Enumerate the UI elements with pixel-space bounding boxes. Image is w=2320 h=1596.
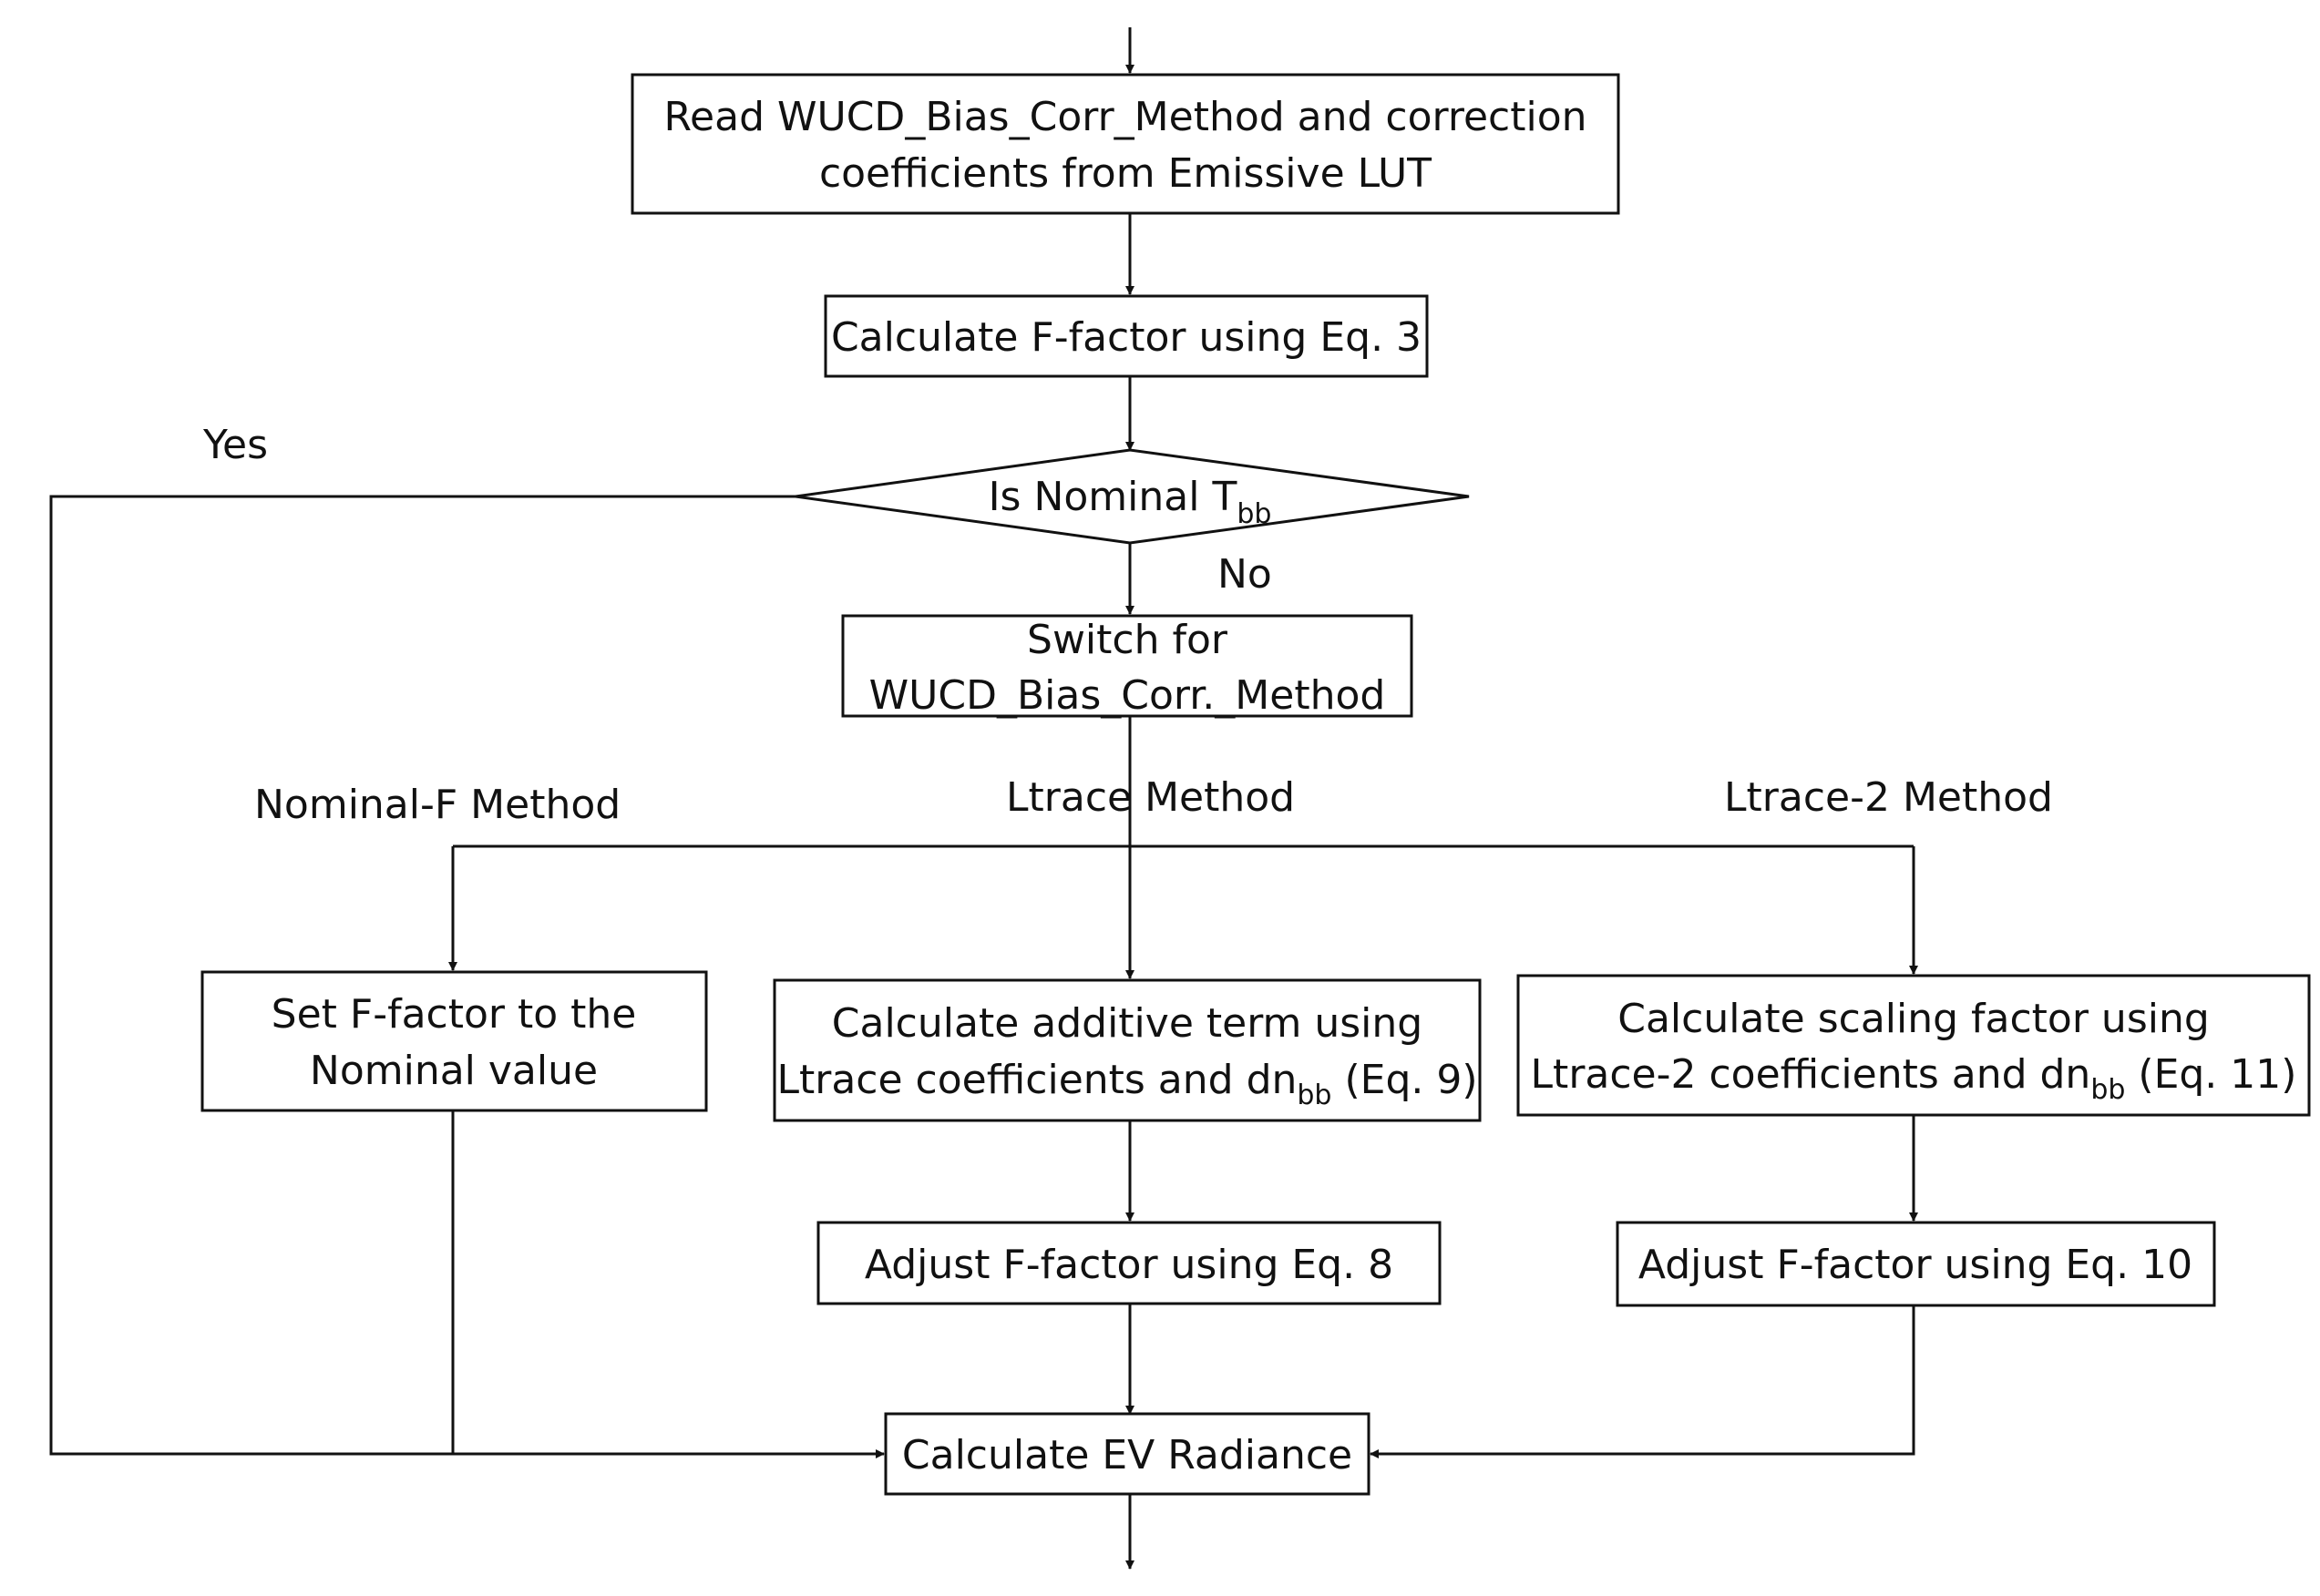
arrow-eq10-to-ev <box>1370 1305 1915 1458</box>
calc-additive-line2: Ltrace coefficients and dnbb (Eq. 9) <box>776 1057 1477 1111</box>
adjust-eq8-box <box>816 1221 1442 1305</box>
calc-scaling-box <box>1516 974 2311 1117</box>
ltrace2-method-label: Ltrace-2 Method <box>1724 774 2053 821</box>
decision-label: Is Nominal Tbb <box>989 474 1272 530</box>
calc-scaling-line2-pre: Ltrace-2 coefficients and dn <box>1531 1051 2091 1098</box>
ltrace-method-label: Ltrace Method <box>1006 774 1295 821</box>
calc-ev-node: Calculate EV Radiance <box>884 1412 1370 1496</box>
calc-additive-box <box>773 978 1482 1122</box>
decision-subscript: bb <box>1237 498 1271 530</box>
adjust-eq10-node: Adjust F-factor using Eq. 10 <box>1616 1221 2216 1307</box>
calc-scaling-line2: Ltrace-2 coefficients and dnbb (Eq. 11) <box>1531 1051 2297 1106</box>
calc-additive-line2-post: (Eq. 9) <box>1331 1057 1477 1103</box>
calc-f-node: Calculate F-factor using Eq. 3 <box>824 294 1429 378</box>
calc-ev-box <box>884 1412 1370 1496</box>
calc-scaling-line2-sub: bb <box>2090 1074 2125 1106</box>
read-lut-box <box>631 73 1620 215</box>
calc-additive-line2-pre: Ltrace coefficients and dn <box>776 1057 1297 1103</box>
read-lut-line2: coefficients from Emissive LUT <box>819 150 1432 197</box>
set-nominal-line1: Set F-factor to the <box>272 991 637 1038</box>
read-lut-node: Read WUCD_Bias_Corr_Method and correctio… <box>631 73 1620 215</box>
set-nominal-box <box>200 970 708 1112</box>
calc-additive-line2-sub: bb <box>1297 1079 1331 1111</box>
adjust-eq10-label: Adjust F-factor using Eq. 10 <box>1638 1242 2192 1288</box>
yes-path <box>49 495 885 1458</box>
read-lut-line1: Read WUCD_Bias_Corr_Method and correctio… <box>663 94 1586 140</box>
calc-additive-line1: Calculate additive term using <box>832 1000 1422 1047</box>
calc-scaling-line2-post: (Eq. 11) <box>2125 1051 2296 1098</box>
set-nominal-line2: Nominal value <box>310 1048 598 1094</box>
calc-ev-label: Calculate EV Radiance <box>902 1432 1352 1478</box>
set-nominal-node: Set F-factor to the Nominal value <box>200 970 708 1112</box>
connectors <box>49 27 1918 1570</box>
nominal-f-method-label: Nominal-F Method <box>254 782 621 828</box>
switch-node: Switch for WUCD_Bias_Corr._Method <box>841 614 1413 719</box>
yes-label: Yes <box>202 422 268 468</box>
decision-diamond <box>795 448 1470 545</box>
adjust-eq8-label: Adjust F-factor using Eq. 8 <box>865 1242 1393 1288</box>
calc-scaling-line1: Calculate scaling factor using <box>1617 996 2210 1042</box>
calc-f-box <box>824 294 1429 378</box>
switch-box <box>841 614 1413 718</box>
switch-line1: Switch for <box>1027 617 1228 663</box>
switch-line2: WUCD_Bias_Corr._Method <box>869 672 1386 719</box>
adjust-eq10-box <box>1616 1221 2216 1307</box>
calc-f-label: Calculate F-factor using Eq. 3 <box>831 314 1422 361</box>
calc-scaling-node: Calculate scaling factor using Ltrace-2 … <box>1516 974 2311 1117</box>
no-label: No <box>1217 551 1272 598</box>
calc-additive-node: Calculate additive term using Ltrace coe… <box>773 978 1482 1122</box>
adjust-eq8-node: Adjust F-factor using Eq. 8 <box>816 1221 1442 1305</box>
decision-node: Is Nominal Tbb <box>795 448 1470 545</box>
decision-text: Is Nominal T <box>989 474 1237 520</box>
